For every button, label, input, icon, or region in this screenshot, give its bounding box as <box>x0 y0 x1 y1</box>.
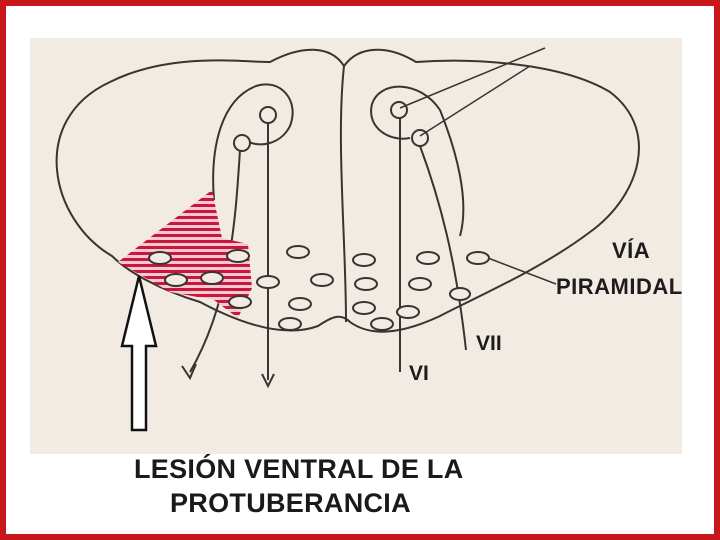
pointer-line-lower <box>419 65 531 137</box>
up-arrow-icon <box>120 275 158 432</box>
fiber-arrowhead-left <box>181 363 197 381</box>
bundle <box>466 251 490 265</box>
bundle <box>408 277 432 291</box>
bundle <box>310 273 334 287</box>
right-tegmentum-contour <box>370 85 465 237</box>
left-nucleus-upper <box>259 106 277 124</box>
bundle <box>449 287 471 301</box>
label-vi: VI <box>409 362 429 385</box>
bundle <box>278 317 302 331</box>
bundle <box>286 245 310 259</box>
bundle <box>256 275 280 289</box>
left-tegmentum-contour <box>212 83 294 201</box>
pointer-line-upper <box>399 47 546 109</box>
left-nucleus-lower <box>233 134 251 152</box>
bundle <box>228 295 252 309</box>
caption-line-1: LESIÓN VENTRAL DE LA <box>134 454 464 484</box>
label-piramidal: PIRAMIDAL <box>556 274 683 299</box>
bundle <box>164 273 188 287</box>
caption-line-2: PROTUBERANCIA <box>170 488 411 518</box>
bundle <box>370 317 394 331</box>
bundle <box>396 305 420 319</box>
bundle <box>352 301 376 315</box>
label-vii: VII <box>476 332 502 355</box>
bundle <box>226 249 250 263</box>
bundle <box>354 277 378 291</box>
fiber-arrowhead-center <box>261 373 275 389</box>
bundle <box>200 271 224 285</box>
bundle <box>352 253 376 267</box>
bundle <box>148 251 172 265</box>
pyramidal-tract-bundles <box>148 245 490 331</box>
label-via: VÍA <box>612 238 651 263</box>
bundle <box>288 297 312 311</box>
piramidal-leader-line <box>487 257 557 285</box>
nerve-fiber-vii <box>419 145 467 351</box>
lesion-area <box>118 190 252 318</box>
right-nucleus-upper <box>390 101 408 119</box>
bundle <box>416 251 440 265</box>
midline <box>339 65 347 323</box>
slide-caption: LESIÓN VENTRAL DE LA PROTUBERANCIA <box>134 452 464 520</box>
